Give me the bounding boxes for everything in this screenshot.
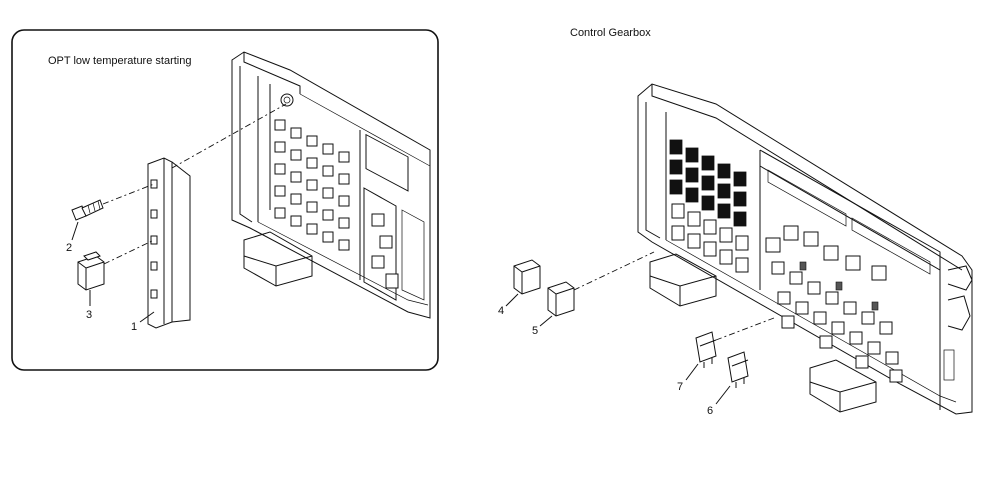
part-3-relay bbox=[77, 251, 105, 291]
callout-leader-7 bbox=[685, 363, 699, 381]
callout-4: 4 bbox=[498, 305, 504, 317]
control-gearbox-housing bbox=[637, 83, 973, 415]
part-6-fuse bbox=[727, 351, 749, 388]
callout-2: 2 bbox=[66, 242, 72, 254]
part-7-fuse bbox=[695, 331, 717, 368]
callout-6: 6 bbox=[707, 405, 713, 417]
relay-bank-white bbox=[671, 203, 903, 383]
dashed-leader-5 bbox=[573, 251, 655, 291]
part-1-bracket bbox=[147, 157, 191, 329]
callout-leader-6 bbox=[715, 385, 731, 405]
relay-grid-left bbox=[274, 119, 399, 289]
callout-1: 1 bbox=[131, 321, 137, 333]
callout-leader-2 bbox=[71, 221, 79, 241]
part-2-screw bbox=[71, 199, 104, 221]
callout-leader-1 bbox=[139, 311, 155, 323]
part-5-relay bbox=[547, 281, 575, 317]
left-panel-frame bbox=[11, 29, 439, 371]
dashed-leader-1 bbox=[171, 103, 287, 169]
right-panel-caption: Control Gearbox bbox=[570, 27, 651, 39]
callout-3: 3 bbox=[86, 309, 92, 321]
callout-7: 7 bbox=[677, 381, 683, 393]
left-panel: OPT low temperature starting bbox=[11, 29, 439, 371]
left-panel-caption: OPT low temperature starting bbox=[48, 55, 191, 67]
right-panel: Control Gearbox bbox=[498, 27, 973, 417]
callout-5: 5 bbox=[532, 325, 538, 337]
callout-leader-4 bbox=[505, 293, 519, 307]
control-unit-housing-left bbox=[231, 51, 431, 319]
callout-leader-5 bbox=[539, 315, 553, 327]
relay-bank-dark bbox=[669, 139, 747, 227]
dashed-leader-7 bbox=[715, 317, 775, 341]
dashed-leader-2 bbox=[102, 183, 155, 205]
part-4-relay bbox=[513, 259, 541, 295]
dashed-leader-3 bbox=[103, 239, 155, 265]
